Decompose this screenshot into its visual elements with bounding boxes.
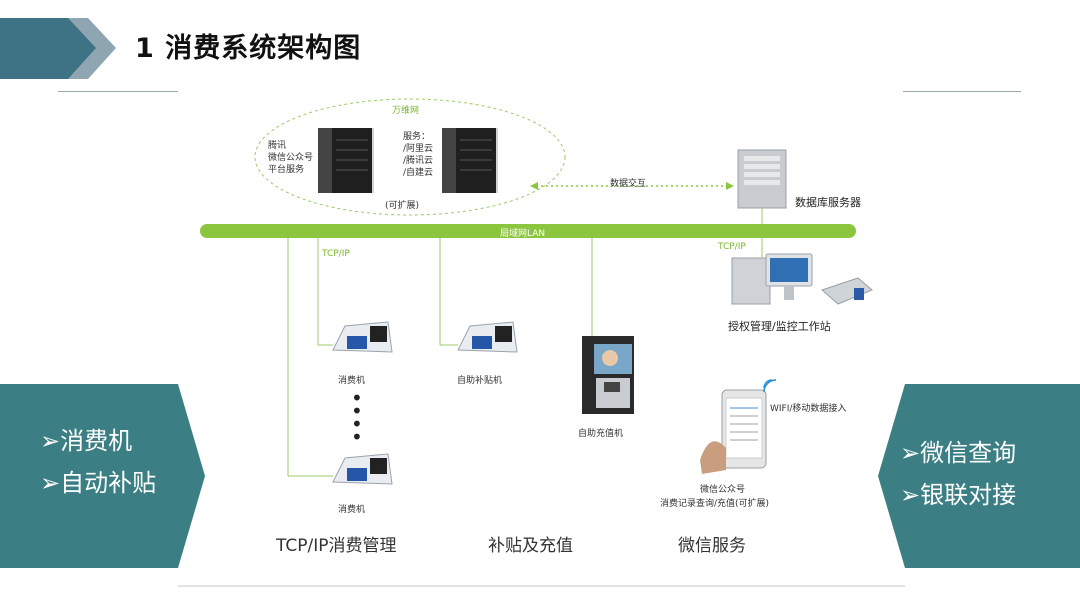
arrow-head-right <box>726 182 734 190</box>
workstation-icon <box>731 253 873 305</box>
workstation-label: 授权管理/监控工作站 <box>728 320 831 333</box>
pos-terminal-3 <box>332 453 393 485</box>
cloud-server-2 <box>442 128 498 193</box>
data-exchange-label: 数据交互 <box>610 179 647 189</box>
pos-terminal-1 <box>332 321 393 353</box>
ellipsis-dots: •••• <box>351 386 363 449</box>
lan-label: 局域网LAN <box>500 229 546 239</box>
wechat-label-2: 消费记录查询/充值(可扩展) <box>660 499 770 509</box>
smartphone-icon <box>700 389 767 474</box>
internet-label: 万维网 <box>392 106 420 116</box>
header-chevron-dark <box>0 18 103 79</box>
right-panel-item-1: ➢微信查询 <box>900 439 1017 467</box>
tencent-service-text: 腾讯 微信公众号 平台服务 <box>268 140 313 176</box>
cloud-line-1: 服务： <box>403 132 431 142</box>
header-rule-left <box>58 91 178 92</box>
cloud-server-1 <box>318 128 374 193</box>
title-text: 消费系统架构图 <box>165 33 362 64</box>
header-chevron-light <box>68 18 116 79</box>
cloud-line-2: /阿里云 <box>403 144 434 154</box>
cloud-line-4: /自建云 <box>403 168 434 178</box>
recharge-label: 自助充值机 <box>578 429 624 439</box>
tcpip-label-right: TCP/IP <box>718 242 746 252</box>
right-panel-text: ➢微信查询 ➢银联对接 <box>900 432 1016 516</box>
lan-bar <box>200 224 856 238</box>
terminal-3-label: 消费机 <box>338 505 366 515</box>
category-subsidy: 补贴及充值 <box>488 536 573 556</box>
arrow-head-left <box>530 182 538 190</box>
right-panel-shape <box>878 384 1080 568</box>
title-number: 1 <box>135 33 155 64</box>
terminal-2-label: 自助补贴机 <box>457 376 503 386</box>
terminal-1-label: 消费机 <box>338 376 366 386</box>
page-title: 1 消费系统架构图 <box>135 26 361 65</box>
left-panel-shape <box>0 384 205 568</box>
wifi-label: WIFI/移动数据接入 <box>770 404 847 414</box>
category-tcpip: TCP/IP消费管理 <box>276 536 397 556</box>
right-panel-item-2: ➢银联对接 <box>900 481 1017 509</box>
header-rule-right <box>903 91 1021 92</box>
wechat-label-1: 微信公众号 <box>700 485 746 495</box>
left-panel-item-2: ➢自动补贴 <box>40 469 157 497</box>
left-panel-text: ➢消费机 ➢自动补贴 <box>40 420 156 504</box>
recharge-kiosk <box>582 336 634 414</box>
db-server-label: 数据库服务器 <box>795 196 861 209</box>
tcpip-label-left: TCP/IP <box>322 249 350 259</box>
category-wechat: 微信服务 <box>678 536 746 556</box>
left-panel-item-1: ➢消费机 <box>40 427 133 455</box>
pos-terminal-2 <box>457 321 518 353</box>
tencent-line-1: 腾讯 <box>268 141 287 151</box>
tencent-line-2: 微信公众号 <box>268 153 314 163</box>
cloud-line-3: /腾讯云 <box>403 156 434 166</box>
expandable-label: (可扩展) <box>385 201 420 211</box>
wifi-icon <box>763 379 777 393</box>
database-server-icon <box>737 149 787 209</box>
tencent-line-3: 平台服务 <box>268 165 305 175</box>
internet-cloud <box>254 98 566 216</box>
cloud-service-text: 服务： /阿里云 /腾讯云 /自建云 <box>403 131 433 179</box>
